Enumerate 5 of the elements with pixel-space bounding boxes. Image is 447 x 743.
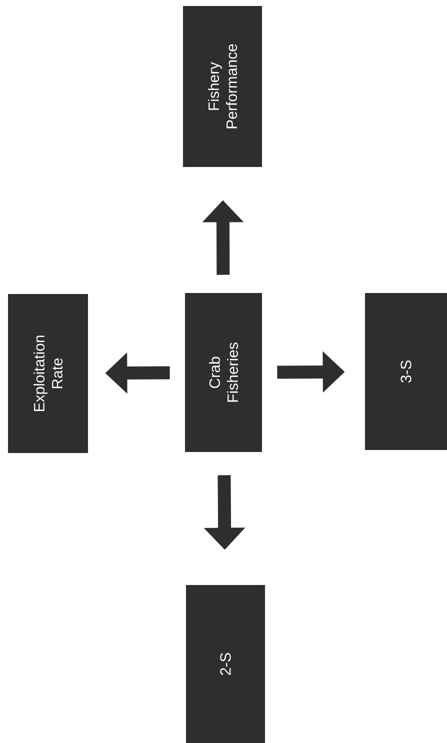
text-box: Crab Fisheries — [185, 293, 262, 452]
text-box: Exploitation Rate — [8, 294, 88, 453]
text-box: 2-S — [186, 585, 265, 743]
text-box: 3-S — [365, 293, 447, 450]
text-box: Fishery Performance — [183, 6, 262, 167]
